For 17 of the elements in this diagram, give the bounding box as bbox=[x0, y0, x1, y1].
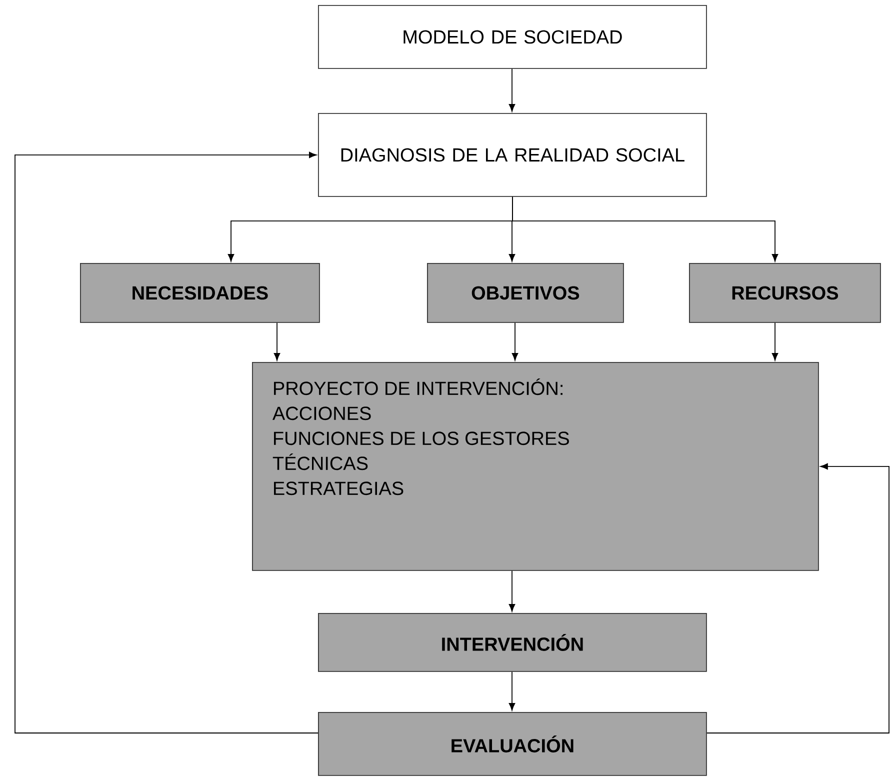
process-box: RECURSOS bbox=[689, 263, 881, 323]
arrow bbox=[508, 671, 516, 711]
process-box: MODELO DE SOCIEDAD bbox=[318, 5, 707, 69]
arrow bbox=[508, 570, 516, 612]
process-box: OBJETIVOS bbox=[427, 263, 624, 323]
process-box: NECESIDADES bbox=[80, 263, 320, 323]
arrow bbox=[274, 322, 280, 361]
arrow bbox=[14, 152, 318, 734]
process-box: INTERVENCIÓN bbox=[318, 613, 707, 672]
process-box: EVALUACIÓN bbox=[318, 712, 707, 776]
arrow bbox=[772, 322, 778, 361]
arrow bbox=[512, 322, 518, 361]
project-box: PROYECTO DE INTERVENCIÓN: ACCIONES FUNCIONES DE LOS GESTORES TÉCNICAS ESTRATEGIAS bbox=[252, 362, 819, 571]
arrow bbox=[508, 68, 516, 112]
arrow bbox=[706, 463, 890, 734]
process-box: DIAGNOSIS DE LA REALIDAD SOCIAL bbox=[318, 113, 707, 197]
arrow bbox=[512, 196, 778, 262]
